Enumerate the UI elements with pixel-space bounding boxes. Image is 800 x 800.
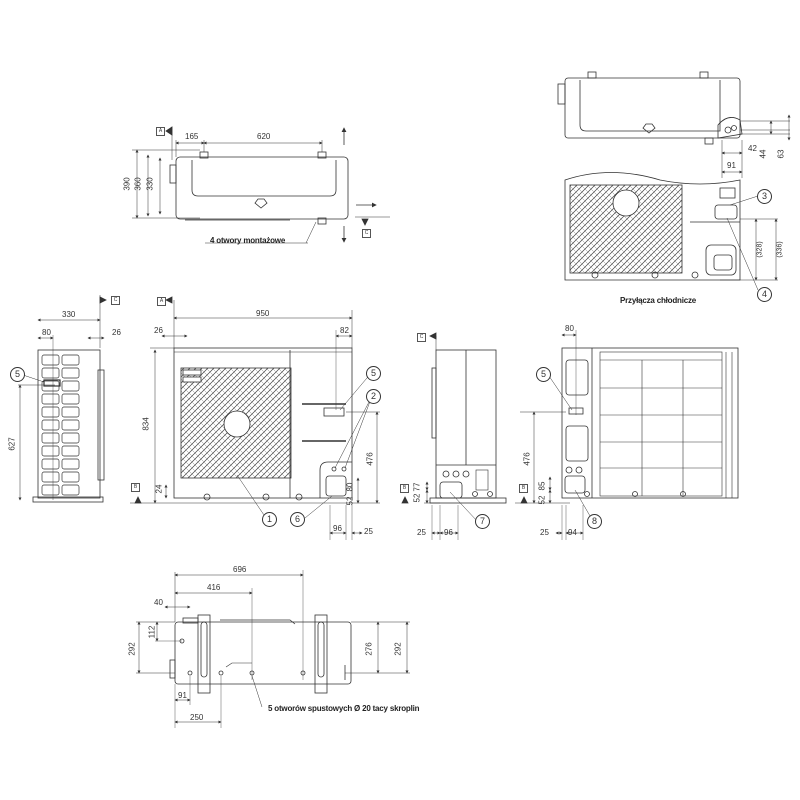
dim-94: 94 — [568, 528, 577, 537]
dim-627: 627 — [7, 437, 17, 451]
dim-476-front: 476 — [365, 452, 375, 466]
dim-390: 390 — [122, 177, 132, 191]
dim-52-front: 52 — [345, 496, 355, 506]
dim-80-left: 80 — [42, 328, 51, 337]
callout-6: 6 — [290, 512, 305, 527]
callout-4: 4 — [757, 287, 772, 302]
callout-5-front: 5 — [366, 366, 381, 381]
callout-8: 8 — [587, 514, 602, 529]
dim-360: 360 — [133, 177, 143, 191]
reference-marker-b-right: B — [400, 484, 409, 493]
callout-3: 3 — [757, 189, 772, 204]
dim-25-right: 25 — [417, 528, 426, 537]
mounting-holes-caption: 4 otwory montażowe — [210, 236, 286, 245]
dim-292-left: 292 — [127, 642, 137, 656]
dim-476-rear: 476 — [522, 452, 532, 466]
reference-marker-c-left: C — [111, 296, 120, 305]
dim-950: 950 — [256, 309, 270, 318]
dim-82: 82 — [340, 326, 349, 335]
rear-view — [515, 330, 739, 540]
dim-25-front: 25 — [364, 527, 373, 536]
dim-91: 91 — [727, 161, 736, 170]
dim-328: (328) — [756, 241, 764, 258]
dim-26-left: 26 — [112, 328, 121, 337]
dim-63: 63 — [776, 149, 786, 159]
refrigerant-front-view — [564, 172, 778, 291]
dim-96-right: 96 — [444, 528, 453, 537]
reference-marker-b-front: B — [131, 483, 140, 492]
dim-250: 250 — [190, 713, 204, 722]
reference-marker-a-front: A — [157, 297, 166, 306]
dim-336: (336) — [776, 241, 784, 258]
refrigerant-connections-caption: Przyłącza chłodnicze — [620, 296, 697, 305]
dim-42: 42 — [748, 144, 757, 153]
drain-holes-caption: 5 otworów spustowych Ø 20 tacy skroplin — [268, 704, 420, 713]
dim-330-depth: 330 — [62, 310, 76, 319]
callout-7: 7 — [475, 514, 490, 529]
front-view — [130, 296, 380, 540]
callout-2: 2 — [366, 389, 381, 404]
dim-24: 24 — [154, 484, 164, 494]
left-side-view — [18, 295, 107, 503]
dim-96-front: 96 — [333, 524, 342, 533]
top-view — [132, 126, 390, 244]
dim-52-right: 52 — [412, 493, 422, 503]
callout-5-rear: 5 — [536, 367, 551, 382]
dim-91-bottom: 91 — [178, 691, 187, 700]
reference-marker-a: A — [156, 127, 165, 136]
dim-416: 416 — [207, 583, 221, 592]
dim-25-rear: 25 — [540, 528, 549, 537]
dim-77: 77 — [412, 482, 422, 492]
callout-5-left: 5 — [10, 367, 25, 382]
refrigerant-top-view — [557, 71, 791, 178]
dim-292-right: 292 — [393, 642, 403, 656]
dim-44: 44 — [758, 149, 768, 159]
right-side-view — [401, 332, 507, 540]
dim-26-front: 26 — [154, 326, 163, 335]
dim-80-front: 80 — [345, 482, 355, 492]
dim-620: 620 — [257, 132, 271, 141]
bottom-view — [136, 570, 410, 728]
dim-80-rear: 80 — [565, 324, 574, 333]
dim-165: 165 — [185, 132, 199, 141]
dim-696: 696 — [233, 565, 247, 574]
dim-112: 112 — [147, 625, 157, 639]
dim-834: 834 — [141, 417, 151, 431]
reference-marker-b-rear: B — [519, 484, 528, 493]
reference-marker-c: C — [362, 229, 371, 238]
dim-330: 330 — [145, 177, 155, 191]
dim-52-rear: 52 — [537, 495, 547, 505]
callout-1: 1 — [262, 512, 277, 527]
reference-marker-c-right: C — [417, 333, 426, 342]
dim-85: 85 — [537, 481, 547, 491]
dim-276: 276 — [364, 642, 374, 656]
dim-40: 40 — [154, 598, 163, 607]
